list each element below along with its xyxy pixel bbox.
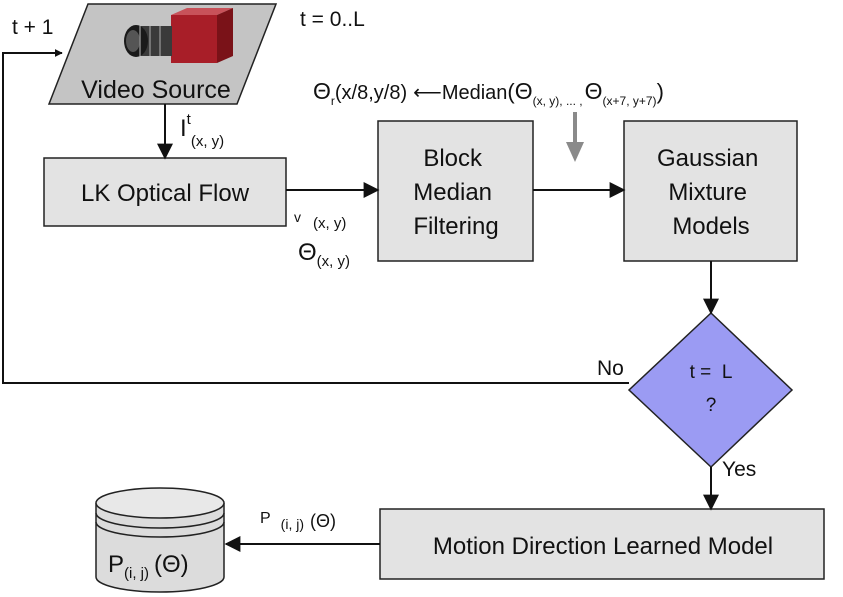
pij-edge-label: P(i, j)(Θ) (260, 510, 336, 532)
decision-diamond (627, 311, 794, 469)
lk-optical-flow-box (43, 157, 287, 227)
yes-label: Yes (722, 458, 756, 481)
gaussian-mixture-models-label: Gaussian Mixture Models (657, 145, 765, 240)
edge-loop-back (2, 49, 629, 384)
learned-model-database (95, 487, 225, 593)
gaussian-mixture-models-box (623, 120, 798, 262)
block-median-filtering-box (377, 120, 534, 262)
median-formula: Θr(x/8,y/8)⟵Median(Θ(x, y), ... ,Θ(x+7, … (313, 78, 664, 108)
decision-label-line1: t = L (690, 362, 733, 383)
velocity-label: v(x, y) (294, 209, 346, 232)
camera-icon (124, 8, 233, 63)
motion-direction-label: Motion Direction Learned Model (433, 533, 773, 560)
motion-direction-box (379, 508, 825, 580)
median-hint-arrow (566, 112, 584, 162)
intensity-label: It(x, y) (180, 111, 224, 150)
video-source-label: Video Source (81, 76, 231, 104)
theta-label: Θ(x, y) (298, 239, 350, 270)
block-median-filtering-label: Block Median Filtering (413, 145, 498, 240)
decision-label-line2: ? (706, 395, 717, 416)
loop-label: t + 1 (12, 16, 53, 39)
database-label: P(i, j)(Θ) (108, 551, 189, 582)
no-label: No (597, 357, 624, 380)
lk-optical-flow-label: LK Optical Flow (81, 180, 250, 207)
time-range-label: t = 0..L (300, 8, 365, 31)
